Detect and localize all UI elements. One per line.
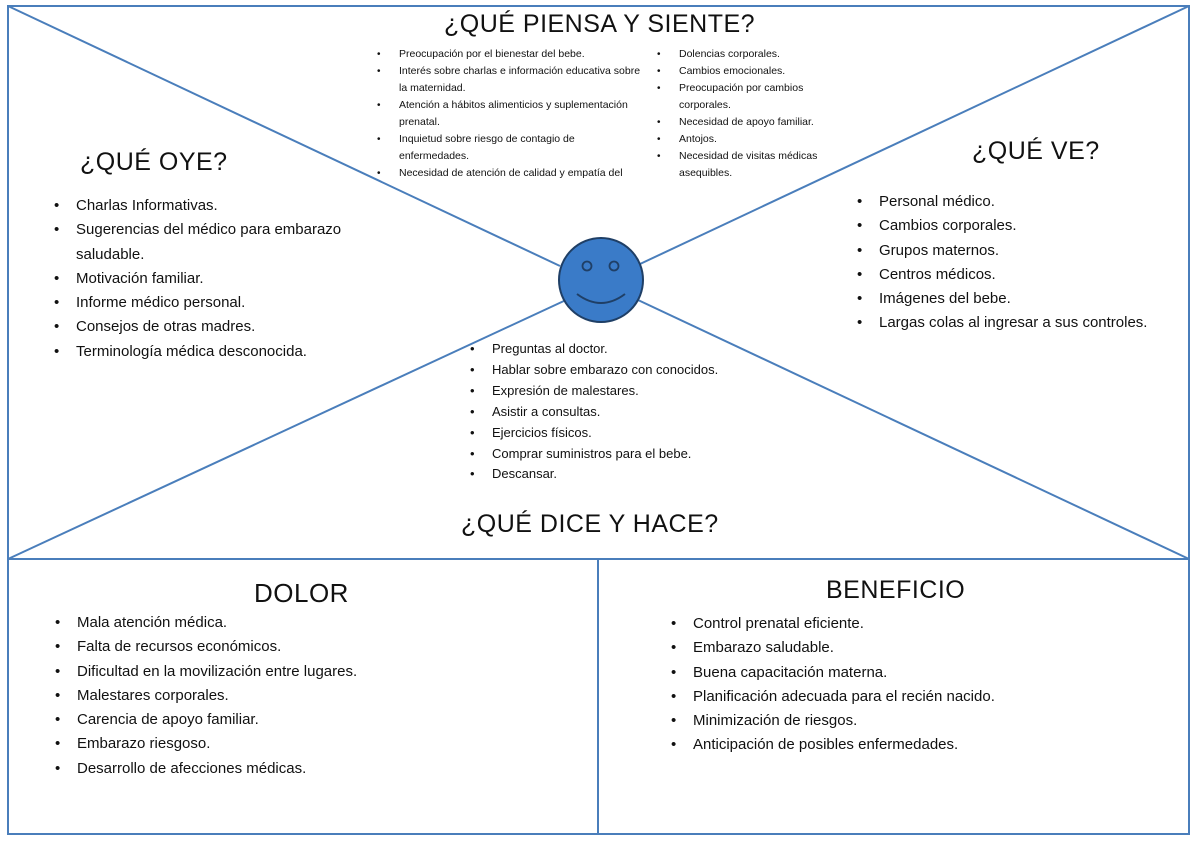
ve-title: ¿QUÉ VE?: [972, 137, 1100, 165]
list-item: Anticipación de posibles enfermedades.: [671, 733, 1171, 758]
list-item: Falta de recursos económicos.: [55, 635, 575, 660]
dice-title: ¿QUÉ DICE Y HACE?: [461, 510, 719, 538]
list-item: Asistir a consultas.: [470, 402, 750, 423]
list-item: Imágenes del bebe.: [857, 287, 1177, 312]
list-item: Dificultad en la movilización entre luga…: [55, 660, 575, 685]
list-item: Expresión de malestares.: [470, 381, 750, 402]
list-item: Carencia de apoyo familiar.: [55, 708, 575, 733]
list-item: Antojos.: [657, 131, 847, 148]
list-item: Planificación adecuada para el recién na…: [671, 685, 1171, 710]
piensa-right-list: Dolencias corporales. Cambios emocionale…: [657, 46, 847, 182]
piensa-left-list: Preocupación por el bienestar del bebe. …: [377, 46, 647, 182]
diagonal-top-left: [7, 5, 561, 267]
ve-list: Personal médico. Cambios corporales. Gru…: [857, 190, 1177, 336]
list-item: Descansar.: [470, 464, 750, 485]
dolor-title: DOLOR: [254, 578, 349, 608]
dolor-list: Mala atención médica. Falta de recursos …: [55, 611, 575, 781]
list-item: Ejercicios físicos.: [470, 423, 750, 444]
list-item: Necesidad de visitas médicas asequibles.: [657, 148, 847, 182]
list-item: Consejos de otras madres.: [54, 315, 354, 340]
list-item: Preocupación por el bienestar del bebe.: [377, 46, 647, 63]
list-item: Atención a hábitos alimenticios y suplem…: [377, 97, 647, 131]
list-item: Embarazo saludable.: [671, 636, 1171, 661]
list-item: Buena capacitación materna.: [671, 661, 1171, 686]
list-item: Necesidad de atención de calidad y empat…: [377, 165, 647, 182]
smiley-face-icon: [558, 237, 644, 323]
list-item: Necesidad de apoyo familiar.: [657, 114, 847, 131]
list-item: Inquietud sobre riesgo de contagio de en…: [377, 131, 647, 165]
list-item: Comprar suministros para el bebe.: [470, 444, 750, 465]
list-item: Grupos maternos.: [857, 239, 1177, 264]
beneficio-box: [597, 558, 1190, 835]
list-item: Desarrollo de afecciones médicas.: [55, 757, 575, 782]
list-item: Cambios corporales.: [857, 214, 1177, 239]
list-item: Malestares corporales.: [55, 684, 575, 709]
list-item: Preguntas al doctor.: [470, 339, 750, 360]
list-item: Charlas Informativas.: [54, 194, 354, 219]
beneficio-title: BENEFICIO: [826, 576, 966, 604]
list-item: Motivación familiar.: [54, 267, 354, 292]
list-item: Informe médico personal.: [54, 291, 354, 316]
piensa-title: ¿QUÉ PIENSA Y SIENTE?: [444, 10, 756, 38]
list-item: Largas colas al ingresar a sus controles…: [857, 311, 1177, 336]
list-item: Minimización de riesgos.: [671, 709, 1171, 734]
list-item: Embarazo riesgoso.: [55, 732, 575, 757]
diagonal-top-right: [639, 5, 1190, 265]
list-item: Sugerencias del médico para embarazo sal…: [54, 218, 354, 267]
oye-title: ¿QUÉ OYE?: [80, 148, 228, 176]
oye-list: Charlas Informativas. Sugerencias del mé…: [54, 194, 354, 364]
beneficio-list: Control prenatal eficiente. Embarazo sal…: [671, 612, 1171, 758]
list-item: Preocupación por cambios corporales.: [657, 80, 847, 114]
list-item: Centros médicos.: [857, 263, 1177, 288]
list-item: Dolencias corporales.: [657, 46, 847, 63]
list-item: Control prenatal eficiente.: [671, 612, 1171, 637]
list-item: Cambios emocionales.: [657, 63, 847, 80]
list-item: Personal médico.: [857, 190, 1177, 215]
list-item: Terminología médica desconocida.: [54, 340, 354, 365]
list-item: Hablar sobre embarazo con conocidos.: [470, 360, 750, 381]
list-item: Mala atención médica.: [55, 611, 575, 636]
dice-list: Preguntas al doctor. Hablar sobre embara…: [470, 339, 750, 485]
list-item: Interés sobre charlas e información educ…: [377, 63, 647, 97]
